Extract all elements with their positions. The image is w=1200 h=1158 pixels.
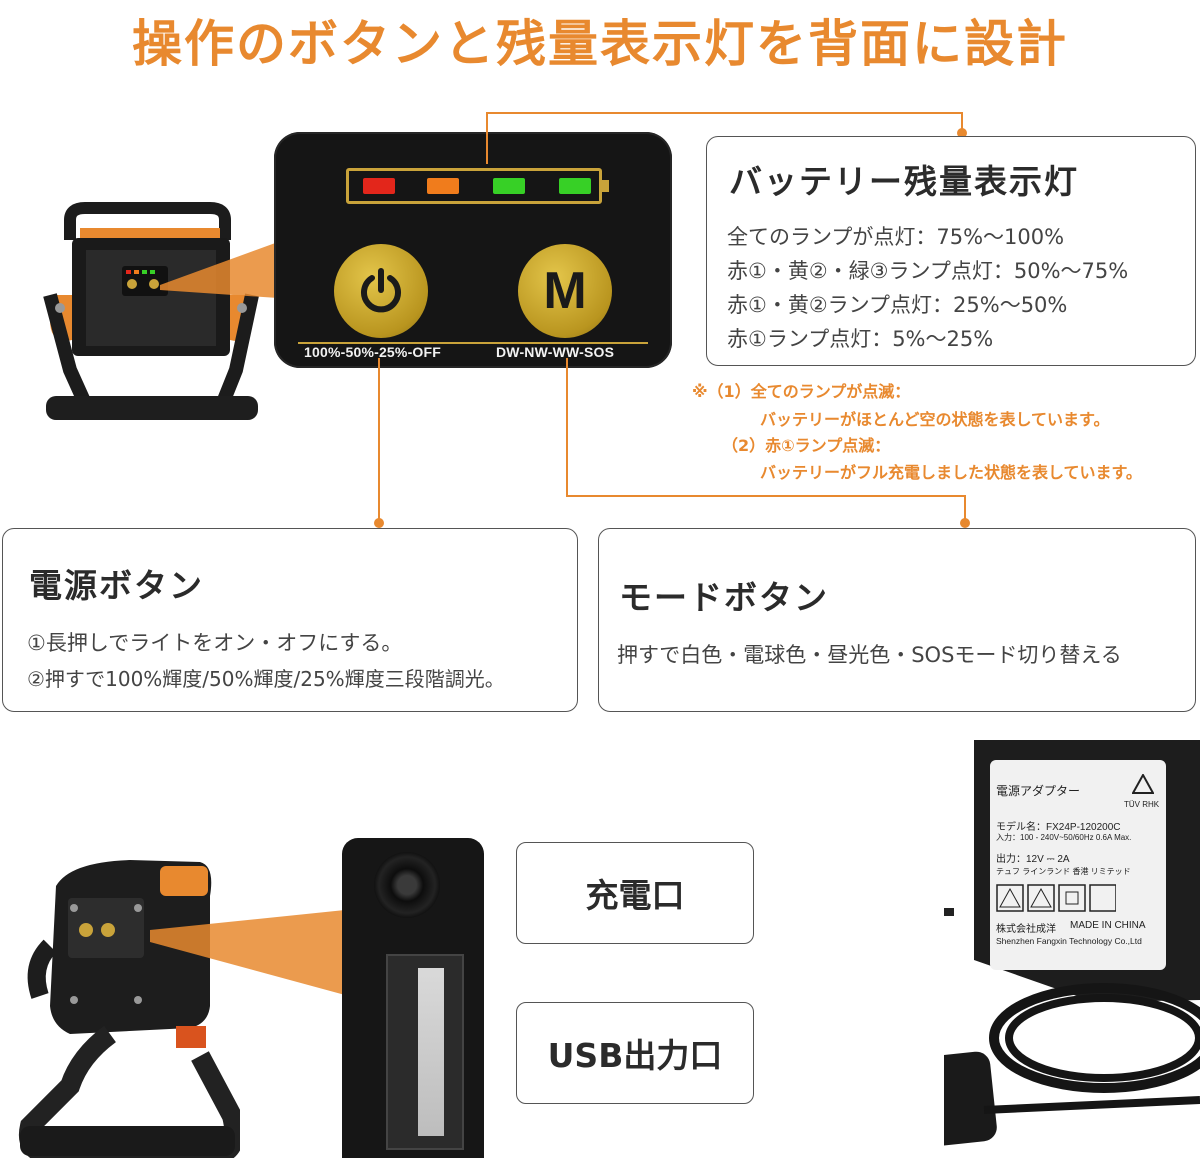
connector-line	[378, 358, 380, 524]
battery-indicator	[346, 168, 609, 204]
zoom-projection	[160, 242, 278, 298]
port-zoom-projection	[150, 910, 345, 995]
battery-tip	[602, 180, 609, 192]
adapter-made-in: MADE IN CHINA	[1070, 920, 1146, 931]
mode-caption: DW-NW-WW-SOS	[496, 344, 615, 360]
control-panel: M 100%-50%-25%-OFF DW-NW-WW-SOS	[274, 132, 672, 368]
safety-marks-icon	[996, 884, 1116, 912]
power-caption: 100%-50%-25%-OFF	[304, 344, 442, 360]
lamp-green-2	[559, 178, 591, 194]
power-card-title: 電源ボタン	[29, 566, 204, 605]
mode-line: 押すで白色・電球色・昼光色・SOSモード切り替える	[617, 643, 1122, 667]
connector-line	[961, 112, 963, 130]
triangle-cert-icon	[1132, 774, 1154, 794]
note-line: バッテリーがほとんど空の状態を表しています。	[760, 410, 1110, 429]
adapter-model: モデル名：FX24P-120200C	[996, 822, 1121, 833]
power-adapter-image: 電源アダプター TÜV RHK モデル名：FX24P-120200C 入力：10…	[944, 740, 1200, 1158]
battery-line: 赤①ランプ点灯：5%～25%	[727, 327, 994, 351]
worklight-rear-image	[43, 202, 259, 420]
usb-tongue	[418, 968, 444, 1136]
power-button	[334, 244, 428, 338]
adapter-company: 株式会社成洋	[996, 924, 1056, 935]
usb-port-label: USB出力口	[516, 1002, 754, 1104]
battery-indicator-card: バッテリー残量表示灯 全てのランプが点灯：75%～100% 赤①・黄②・緑③ラン…	[706, 136, 1196, 366]
lamp-orange	[427, 178, 459, 194]
connector-line	[964, 495, 966, 523]
adapter-output: 出力：12V ⎓ 2A	[996, 854, 1070, 865]
power-line: ②押すで100%輝度/50%輝度/25%輝度三段階調光。	[27, 667, 505, 691]
lamp-green-1	[493, 178, 525, 194]
dc-jack	[374, 852, 440, 918]
battery-line: 全てのランプが点灯：75%～100%	[727, 225, 1065, 249]
mode-letter: M	[543, 262, 587, 320]
adapter-english-company: Shenzhen Fangxin Technology Co.,Ltd	[996, 936, 1142, 946]
charge-port-label: 充電口	[516, 842, 754, 944]
adapter-input: 入力：100 - 240V~50/60Hz 0.6A Max.	[996, 833, 1132, 842]
mode-button: M	[518, 244, 612, 338]
connector-line	[486, 112, 962, 114]
port-panel	[342, 838, 484, 1158]
lamp-red	[363, 178, 395, 194]
connector-line	[486, 112, 488, 164]
battery-line: 赤①・黄②・緑③ランプ点灯：50%～75%	[727, 259, 1129, 283]
usb-port	[386, 954, 464, 1150]
connector-dot	[957, 128, 967, 138]
battery-card-title: バッテリー残量表示灯	[729, 162, 1079, 201]
note-line: バッテリーがフル充電しました状態を表しています。	[760, 463, 1142, 482]
connector-dot	[374, 518, 384, 528]
adapter-maker-line: テュフ ラインランド 香港 リミテッド	[996, 867, 1131, 876]
mode-card-title: モードボタン	[619, 578, 829, 617]
note-line: ※（1）全てのランプが点滅：	[692, 382, 911, 401]
connector-line	[566, 358, 568, 496]
note-line: （2）赤①ランプ点滅：	[722, 436, 891, 455]
adapter-title: 電源アダプター	[996, 784, 1081, 798]
adapter-label: 電源アダプター TÜV RHK モデル名：FX24P-120200C 入力：10…	[990, 760, 1166, 970]
headline: 操作のボタンと残量表示灯を背面に設計	[132, 15, 1068, 73]
battery-line: 赤①・黄②ランプ点灯：25%～50%	[727, 293, 1068, 317]
power-button-card: 電源ボタン ①長押しでライトをオン・オフにする。 ②押すで100%輝度/50%輝…	[2, 528, 578, 712]
worklight-side-image	[19, 860, 240, 1158]
adapter-cert: TÜV RHK	[1124, 800, 1160, 809]
connector-line	[566, 495, 966, 497]
connector-dot	[960, 518, 970, 528]
power-line: ①長押しでライトをオン・オフにする。	[27, 631, 403, 655]
power-icon	[361, 268, 401, 313]
caption-bar	[298, 342, 648, 344]
mode-button-card: モードボタン 押すで白色・電球色・昼光色・SOSモード切り替える	[598, 528, 1196, 712]
